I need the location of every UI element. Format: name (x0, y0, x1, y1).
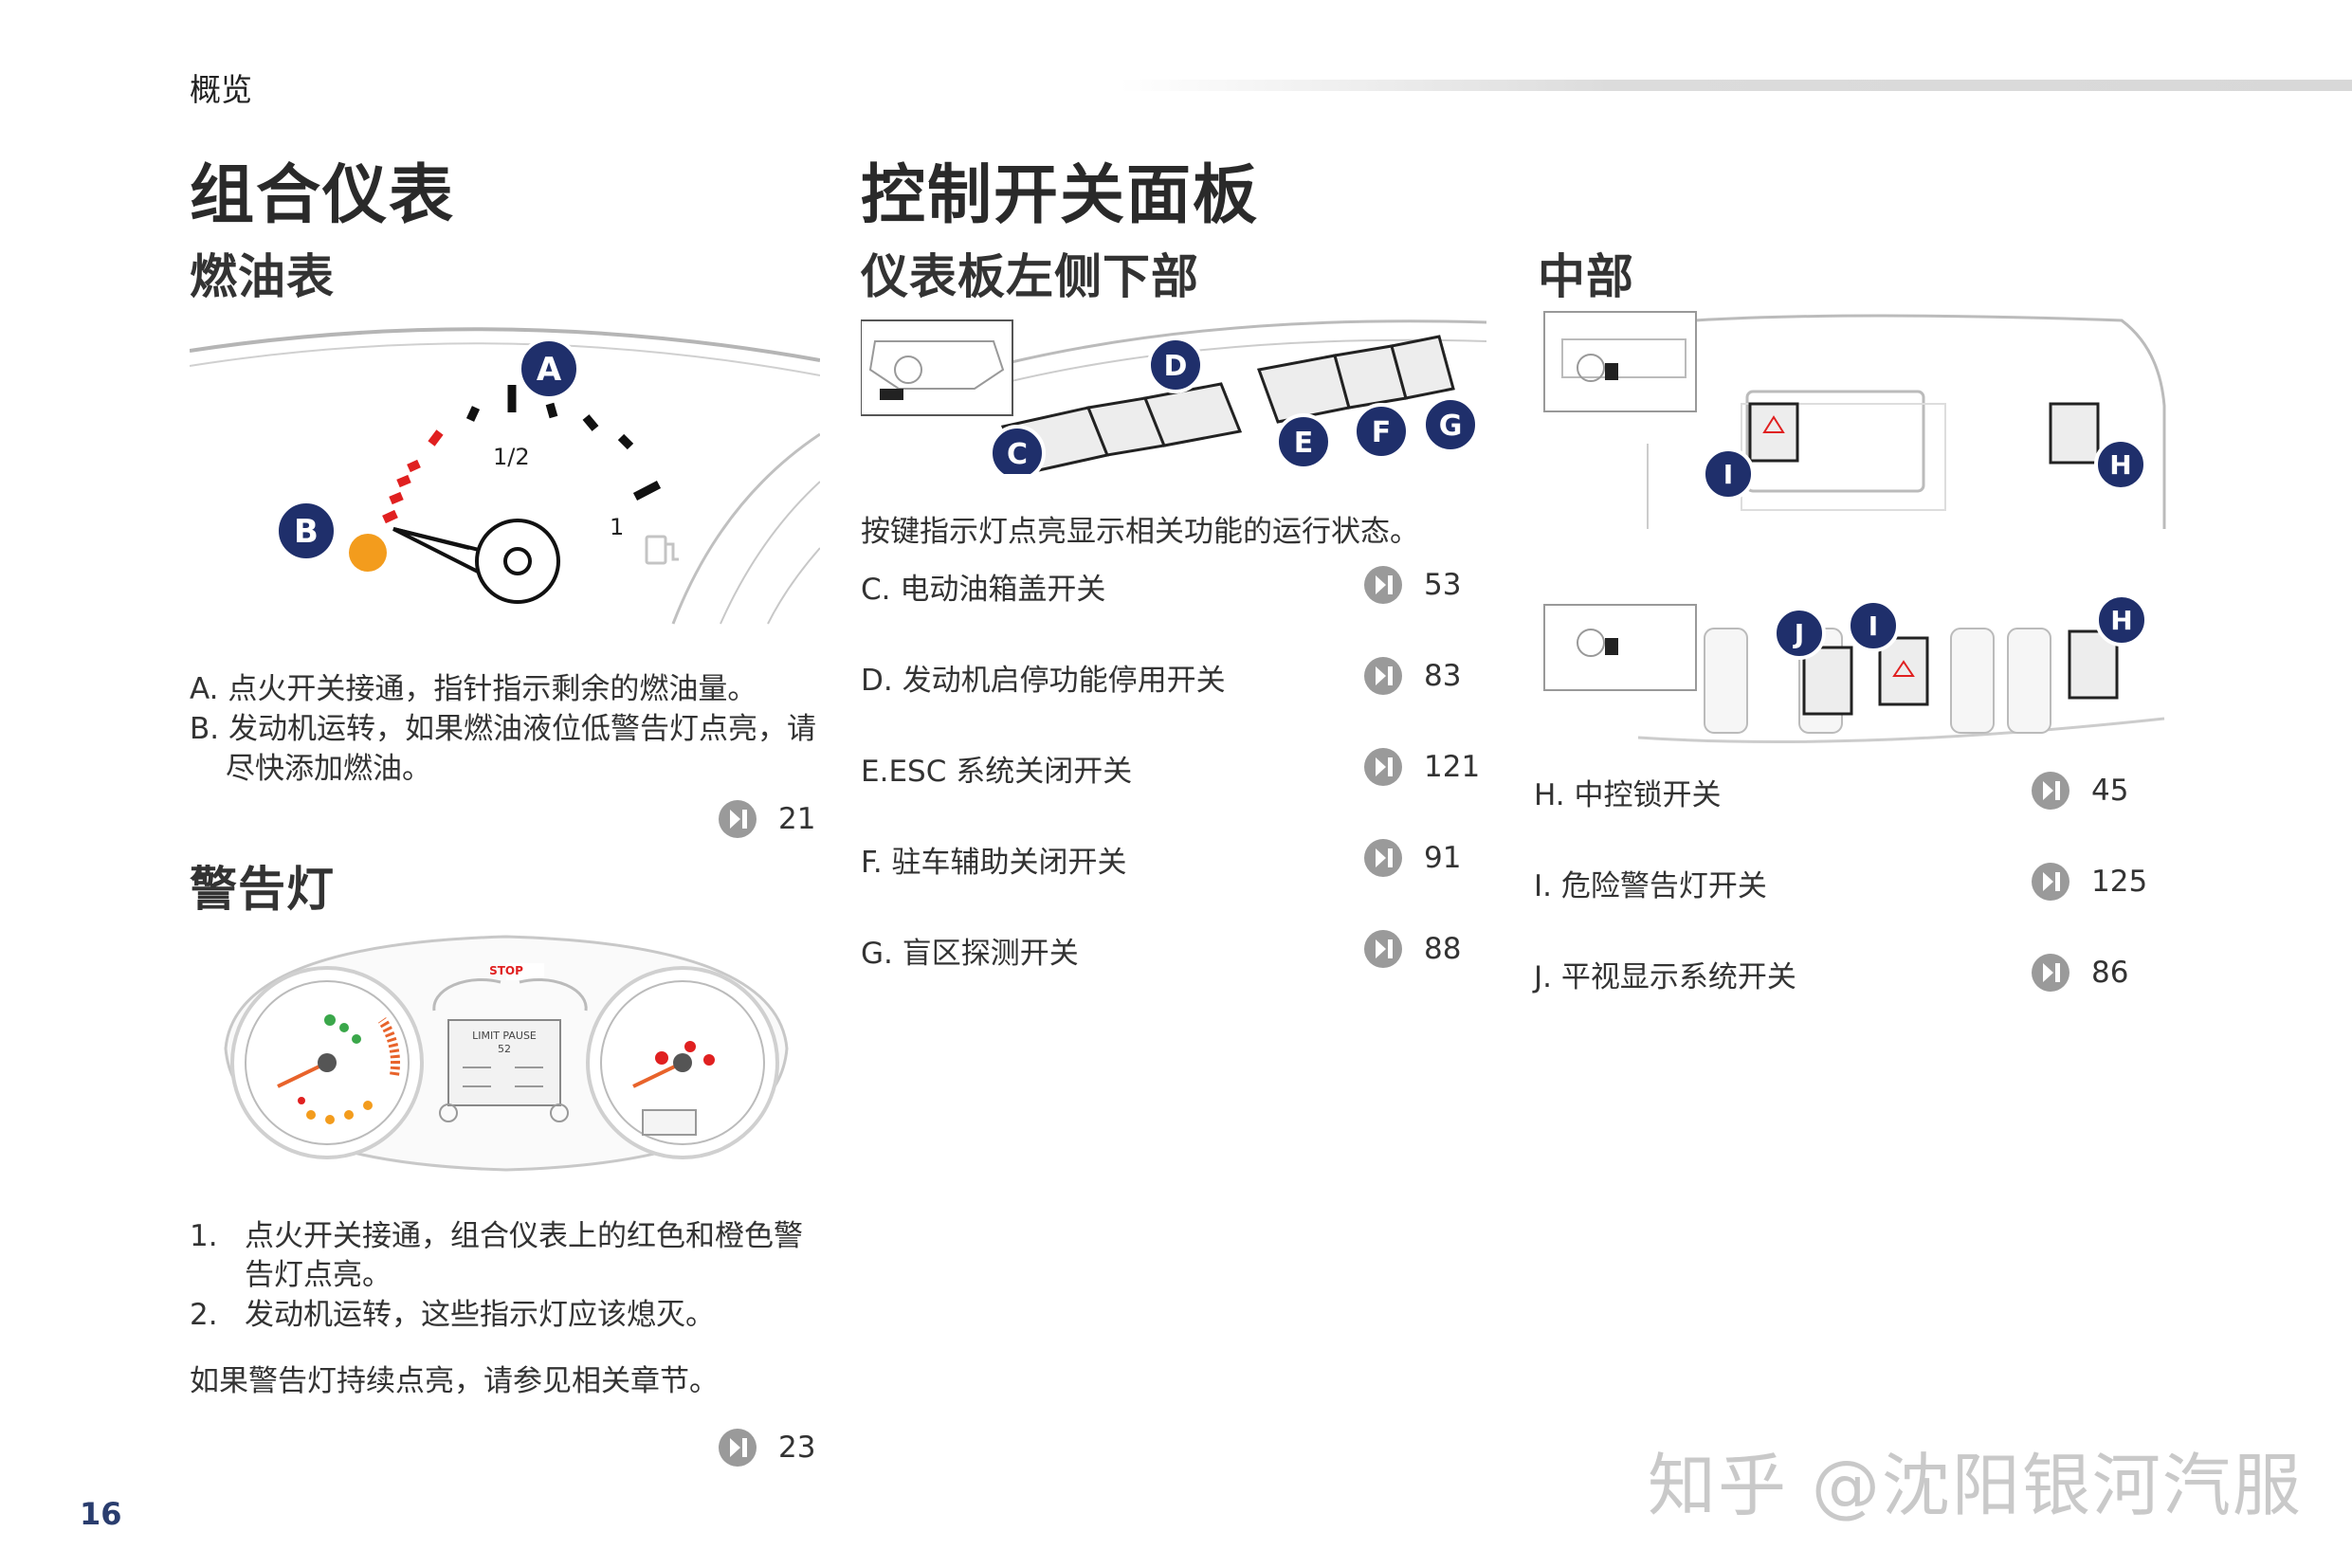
fuel-gauge-illustration: 1/2 1 A B (190, 327, 820, 625)
warning-lights-heading: 警告灯 (190, 862, 335, 917)
center-ref-j-page: 86 (2091, 956, 2129, 990)
svg-text:J: J (1793, 618, 1804, 649)
lower-left-item-e: E.ESC 系统关闭开关 (861, 755, 1133, 789)
header-divider (1119, 80, 2352, 91)
page-reference-icon (2032, 772, 2069, 810)
lower-left-heading: 仪表板左侧下部 (861, 249, 1199, 304)
svg-text:E: E (1294, 427, 1314, 460)
section-label: 概览 (190, 71, 252, 108)
callout-i-top: I (1702, 447, 1755, 501)
control-panel-title: 控制开关面板 (861, 158, 1260, 233)
svg-text:H: H (2109, 449, 2131, 481)
instrument-cluster-title: 组合仪表 (190, 158, 456, 233)
callout-f: F (1353, 403, 1410, 460)
page-reference-icon (719, 800, 757, 838)
svg-text:A: A (537, 351, 562, 389)
svg-text:B: B (294, 513, 319, 551)
page-reference-icon (1364, 748, 1402, 786)
page-reference-icon (1364, 657, 1402, 695)
cluster-screen-text: LIMIT PAUSE (472, 1030, 537, 1042)
lower-left-ref-c[interactable]: 53 (1363, 565, 1461, 605)
center-item-i: I. 危险警告灯开关 (1534, 869, 1767, 903)
center-ref-h-page: 45 (2091, 774, 2129, 808)
page-reference-icon (1364, 566, 1402, 604)
lower-left-ref-f-page: 91 (1424, 841, 1462, 875)
lower-left-description: 按键指示灯点亮显示相关功能的运行状态。 (861, 515, 1419, 549)
callout-b: B (275, 500, 337, 562)
callout-h-bottom: H (2095, 593, 2148, 647)
lower-left-ref-g[interactable]: 88 (1363, 929, 1461, 969)
lower-left-item-g: G. 盲区探测开关 (861, 937, 1079, 971)
fuel-gauge-heading: 燃油表 (190, 249, 335, 304)
warning-item-1-number: 1. (190, 1219, 218, 1253)
warning-item-1-line2: 告灯点亮。 (245, 1258, 392, 1292)
svg-text:F: F (1372, 416, 1392, 449)
callout-g: G (1422, 396, 1479, 453)
page-reference-icon (1364, 930, 1402, 968)
cluster-speed-text: 52 (498, 1043, 511, 1055)
lower-left-ref-d[interactable]: 83 (1363, 656, 1461, 696)
fuel-ref-page: 21 (778, 802, 816, 836)
lower-left-ref-e[interactable]: 121 (1363, 747, 1480, 787)
warning-ref-page: 23 (778, 1431, 816, 1465)
warning-page-reference[interactable]: 23 (718, 1428, 815, 1468)
callout-j: J (1773, 607, 1826, 660)
lower-left-switch-illustration: C D E F G (861, 319, 1486, 474)
svg-text:G: G (1439, 410, 1463, 443)
lower-left-item-f: F. 驻车辅助关闭开关 (861, 846, 1127, 880)
instrument-cluster-illustration: LIMIT PAUSE 52 STOP (224, 935, 789, 1172)
page-number: 16 (80, 1496, 122, 1532)
svg-text:D: D (1164, 350, 1188, 383)
warning-item-1-line1: 点火开关接通，组合仪表上的红色和橙色警 (245, 1219, 803, 1253)
callout-c: C (989, 425, 1046, 474)
svg-text:I: I (1869, 611, 1878, 642)
watermark-text: 知乎 @沈阳银河汽服 (1648, 1446, 2303, 1525)
svg-text:I: I (1723, 459, 1733, 490)
lower-left-item-d: D. 发动机启停功能停用开关 (861, 664, 1226, 698)
callout-i-bottom: I (1847, 599, 1900, 652)
callout-d: D (1147, 337, 1204, 393)
page-reference-icon (2032, 863, 2069, 901)
fuel-page-reference[interactable]: 21 (718, 799, 815, 839)
gauge-half-label: 1/2 (493, 444, 530, 470)
callout-a: A (518, 337, 580, 400)
svg-text:H: H (2110, 605, 2132, 636)
fuel-item-a: A. 点火开关接通，指针指示剩余的燃油量。 (190, 672, 757, 706)
page-reference-icon (2032, 954, 2069, 992)
fuel-item-b: B. 发动机运转，如果燃油液位低警告灯点亮，请 (190, 712, 816, 746)
callout-e: E (1275, 413, 1332, 470)
center-console-illustration-top: I H (1543, 311, 2166, 529)
svg-text:C: C (1007, 438, 1028, 471)
gauge-full-label: 1 (610, 514, 624, 540)
warning-item-2-line1: 发动机运转，这些指示灯应该熄灭。 (245, 1298, 715, 1332)
low-fuel-warning-light (349, 534, 387, 572)
page-reference-icon (1364, 839, 1402, 877)
center-heading: 中部 (1538, 249, 1634, 304)
page-reference-icon (719, 1429, 757, 1467)
lower-left-item-c: C. 电动油箱盖开关 (861, 573, 1106, 607)
lower-left-ref-c-page: 53 (1424, 568, 1462, 602)
center-ref-i-page: 125 (2091, 865, 2148, 899)
center-ref-i[interactable]: 125 (2031, 862, 2147, 902)
fuel-pump-icon (645, 535, 679, 565)
lower-left-ref-f[interactable]: 91 (1363, 838, 1461, 878)
lower-left-ref-d-page: 83 (1424, 659, 1462, 693)
center-ref-j[interactable]: 86 (2031, 953, 2128, 993)
lower-left-ref-g-page: 88 (1424, 932, 1462, 966)
cluster-stop-text: STOP (489, 964, 523, 977)
warning-item-2-number: 2. (190, 1298, 218, 1332)
center-ref-h[interactable]: 45 (2031, 771, 2128, 811)
fuel-item-b-continued: 尽快添加燃油。 (226, 752, 431, 786)
center-item-h: H. 中控锁开关 (1534, 778, 1722, 812)
callout-h-top: H (2094, 438, 2147, 491)
warning-note: 如果警告灯持续点亮，请参见相关章节。 (190, 1364, 719, 1398)
center-item-j: J. 平视显示系统开关 (1534, 960, 1796, 994)
lower-left-ref-e-page: 121 (1424, 750, 1481, 784)
center-console-illustration-bottom: J I H (1543, 593, 2165, 743)
